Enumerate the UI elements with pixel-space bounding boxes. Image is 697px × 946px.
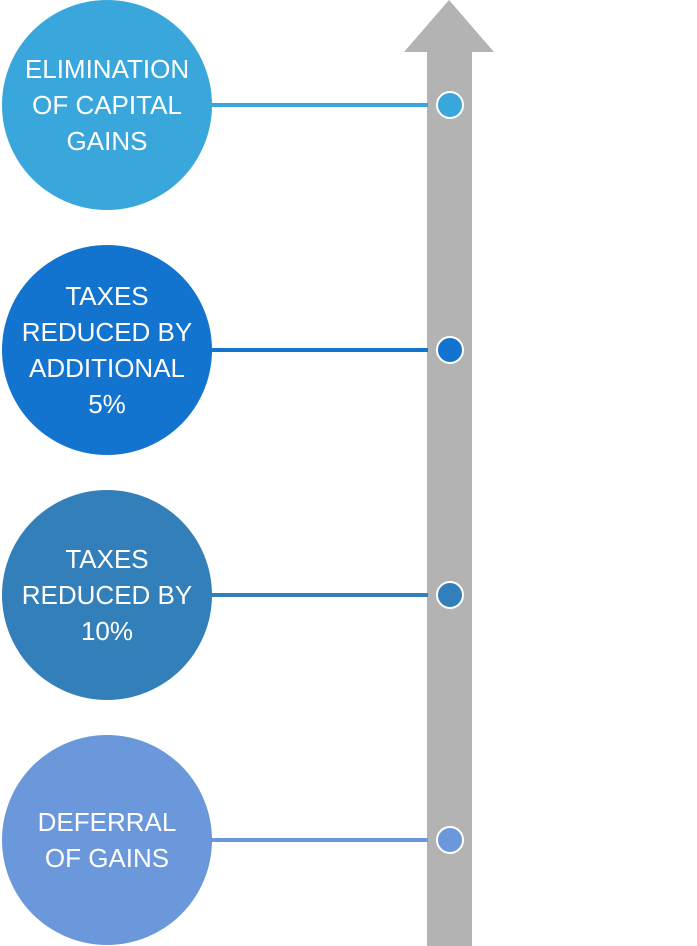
stage-circle xyxy=(2,490,212,700)
stage-circle xyxy=(2,245,212,455)
stage-3: TAXES REDUCED BY 10% xyxy=(2,490,464,700)
stage-circle xyxy=(2,735,212,945)
upward-arrow xyxy=(404,0,494,946)
stage-label-line: TAXES xyxy=(65,544,148,574)
stage-label-line: OF GAINS xyxy=(45,843,169,873)
stage-2: TAXES REDUCED BY ADDITIONAL 5% xyxy=(2,245,464,455)
stage-label-line: REDUCED BY xyxy=(22,317,192,347)
stage-1: ELIMINATION OF CAPITAL GAINS xyxy=(2,0,464,210)
timeline-dot xyxy=(436,826,464,854)
timeline-dot xyxy=(436,581,464,609)
stage-label-line: DEFERRAL xyxy=(38,807,177,837)
stage-4: DEFERRAL OF GAINS xyxy=(2,735,464,945)
timeline-dot xyxy=(436,91,464,119)
stage-label-line: OF CAPITAL xyxy=(32,90,182,120)
stage-label-line: 10% xyxy=(81,616,133,646)
stage-label-line: REDUCED BY xyxy=(22,580,192,610)
stage-label-line: 5% xyxy=(88,389,126,419)
stage-label-line: ADDITIONAL xyxy=(29,353,185,383)
timeline-dot xyxy=(436,336,464,364)
stages-group: ELIMINATION OF CAPITAL GAINS TAXES REDUCED B… xyxy=(2,0,464,945)
stage-circle xyxy=(2,0,212,210)
stage-label-line: TAXES xyxy=(65,281,148,311)
stage-label-line: GAINS xyxy=(67,126,148,156)
stage-label-line: ELIMINATION xyxy=(25,54,189,84)
